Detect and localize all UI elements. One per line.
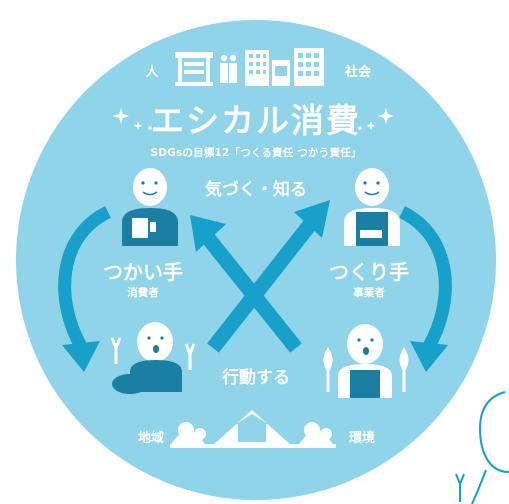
- bottom-center-label: 行動する: [222, 368, 290, 388]
- left-arrowhead-icon: [62, 341, 100, 372]
- consumer-label: つかい手: [103, 260, 183, 284]
- peeking-person-icon: [455, 391, 509, 504]
- consumer-person-icon: [122, 168, 178, 246]
- producer-action-icon: [323, 324, 409, 398]
- top-center-label: 気づく・知る: [205, 180, 307, 200]
- right-arrowhead-icon: [410, 341, 448, 372]
- diagram-title: エシカル消費: [151, 101, 361, 140]
- consumer-action-icon: [110, 322, 196, 394]
- diagram-subtitle: SDGsの目標12「つくる責任 つかう責任」: [150, 147, 362, 159]
- up-right-arrowhead-icon: [294, 200, 330, 238]
- cycle-arrows: [58, 206, 452, 352]
- right-curved-arrow: [398, 206, 452, 352]
- sparkle-left-icon: [113, 108, 152, 131]
- producer-sub-label: 事業者: [353, 287, 385, 299]
- producer-label: つくり手: [329, 260, 409, 284]
- corner-label-environment: 環境: [348, 431, 376, 446]
- producer-person-icon: [344, 168, 400, 246]
- corner-label-society: 社会: [344, 65, 372, 80]
- sparkle-right-icon: [358, 108, 394, 131]
- left-curved-arrow: [58, 206, 112, 352]
- consumer-sub-label: 消費者: [127, 287, 159, 299]
- corner-label-region: 地域: [137, 431, 165, 446]
- corner-label-person: 人: [145, 65, 159, 80]
- up-left-arrowhead-icon: [190, 215, 226, 252]
- center-cross-arrows: [202, 217, 318, 353]
